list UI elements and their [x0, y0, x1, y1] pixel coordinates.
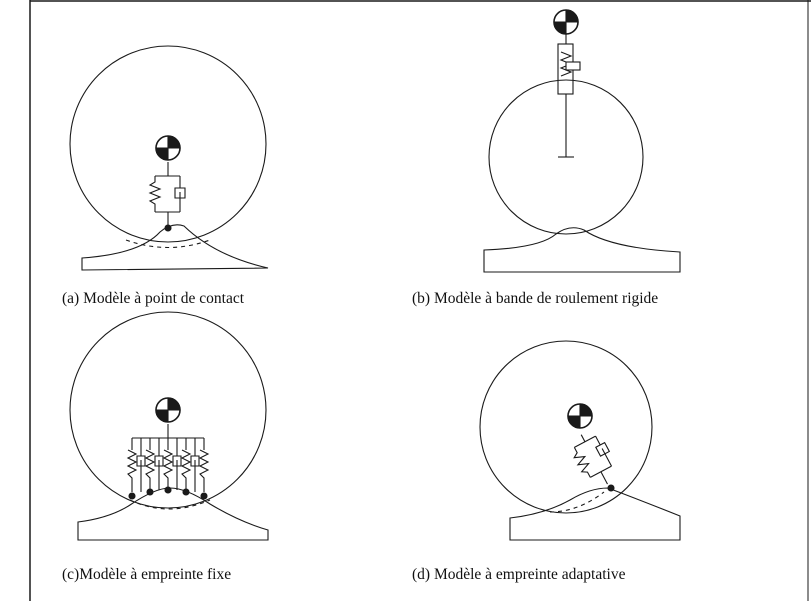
- panel-c-contact-point: [146, 488, 154, 496]
- caption-d: (d) Modèle à empreinte adaptative: [412, 566, 626, 583]
- panel-c-contact-point: [164, 486, 172, 494]
- panel-b-rigid-tread: [483, 9, 681, 273]
- panel-d-center-of-mass-icon: [567, 403, 593, 429]
- panel-c-fixed-footprint: [69, 311, 269, 541]
- panel-c-hidden-arc: [129, 499, 211, 510]
- panel-c-center-of-mass-icon: [155, 397, 181, 423]
- panel-d-contact-point: [607, 484, 615, 492]
- panel-b-road: [483, 227, 681, 273]
- panel-d-spring-icon: [573, 447, 591, 478]
- caption-c: (c)Modèle à empreinte fixe: [62, 566, 231, 583]
- caption-a: (a) Modèle à point de contact: [62, 290, 245, 307]
- panel-c-spring-damper-array: [126, 438, 210, 492]
- panel-a-contact-point: [164, 224, 172, 232]
- panel-a-center-of-mass-icon: [155, 135, 181, 161]
- panel-a-hidden-arc: [125, 239, 211, 249]
- panel-a-wheel: [69, 45, 267, 243]
- panel-d-wheel: [479, 340, 653, 514]
- panel-b-damper-icon: [565, 61, 581, 71]
- caption-b: (b) Modèle à bande de roulement rigide: [412, 290, 658, 307]
- panel-a-spring-icon: [148, 176, 162, 212]
- panel-a-damper-icon: [174, 176, 186, 212]
- panel-c-contact-point: [200, 492, 208, 500]
- panel-d-adaptive-footprint: [479, 340, 681, 541]
- panel-c-road: [77, 487, 269, 541]
- panel-d-damper-icon: [595, 435, 612, 467]
- panel-c-contact-point: [182, 488, 190, 496]
- panel-d-hidden-arc: [549, 491, 605, 513]
- panel-b-center-of-mass-icon: [553, 9, 579, 35]
- panel-b-wheel: [488, 79, 644, 235]
- panel-c-contact-point: [128, 492, 136, 500]
- panel-c-wheel: [69, 311, 267, 509]
- panel-a-point-contact: [69, 45, 269, 271]
- panel-d-suspension: [573, 434, 612, 485]
- panel-d-road: [509, 487, 681, 541]
- panel-a-road: [81, 224, 269, 271]
